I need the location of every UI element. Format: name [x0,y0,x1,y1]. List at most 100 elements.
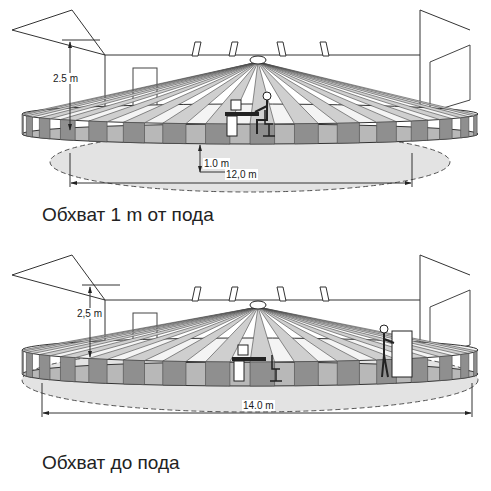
chair [270,355,282,381]
detection-zone [294,361,318,385]
detection-zone [461,353,469,378]
drawing-line [70,153,71,187]
ceiling-light [229,287,238,301]
ceiling-light [192,42,201,56]
ceiling-light [192,287,201,301]
drawing-line [62,40,100,41]
drawing-line [420,10,470,30]
drawing-line [90,287,91,357]
ceiling-light [229,42,238,56]
detection-zone [60,120,75,141]
motion-sensor [250,301,266,309]
detection-zone [258,62,452,120]
caption-text: Обхват до пода [42,453,180,474]
drawing-line [71,183,411,184]
ceiling-light [277,287,286,301]
motion-sensor [250,56,266,64]
desk [234,361,244,381]
drawing-line [105,55,420,56]
person [255,100,267,134]
drawing-line [420,255,470,275]
detection-zone [26,116,32,137]
detection-zone [337,123,359,143]
drawing-line [43,413,471,414]
detection-zone [258,307,477,352]
drawing-line [12,255,72,275]
ceiling-light [277,42,286,56]
detection-zone [39,118,50,139]
person [382,333,394,377]
detection-zone [337,361,359,386]
desk [225,112,259,116]
detection-zone [22,350,23,375]
detection-zone [258,307,469,355]
desk [227,116,237,136]
detection-zone [163,123,186,143]
detection-zone [258,62,469,118]
detection-zone [22,114,23,135]
detection-zone [206,307,258,362]
drawing-line [72,10,105,55]
detection-zone [163,62,258,124]
detection-zone [206,62,258,124]
detection-zone [440,356,453,381]
detection-zone [123,122,144,143]
detection-zone [258,62,477,116]
detection-zone [163,307,258,362]
detection-zone [89,121,107,142]
drawing-line [420,10,421,55]
drawing-line [42,383,43,417]
detection-zone [258,62,428,121]
detection-zone [461,117,469,138]
detection-zone [258,62,396,122]
detection-zone [89,358,107,383]
drawing-line [420,255,421,300]
dimension-label: 2.5 m [52,73,79,84]
detection-zone [411,358,427,383]
detection-zone [474,351,477,376]
chair [263,110,275,136]
room-view [12,10,478,192]
caption-text: Обхват 1 m от пода [42,205,214,226]
drawing-line [472,383,473,417]
detection-zone [440,119,453,140]
dimension-label: 14.0 m [242,400,275,411]
detection-zone [123,360,144,385]
detection-zone [60,357,75,382]
detection-zone [39,355,50,380]
detection-zone [258,307,452,357]
room-view [12,255,478,417]
detection-zone [250,362,275,386]
detection-zone [26,352,32,377]
drawing-line [200,145,201,172]
detection-zone [377,122,397,143]
dimension-label: 2,5 m [76,308,103,319]
detection-zone [206,124,230,144]
drawing-line [12,275,105,300]
drawing-line [72,255,105,300]
dimension-label: 1.0 m [203,158,230,169]
monitor [231,100,241,110]
ceiling-light [320,42,329,56]
detection-zone [474,115,477,136]
drawing-line [105,300,420,301]
dimension-label: 12,0 m [225,169,258,180]
drawing-line [12,30,105,55]
ceiling-light [320,287,329,301]
detection-zone [163,361,186,385]
person [263,92,271,100]
detection-zone [411,120,427,141]
desk [232,357,266,361]
drawing-line [82,285,120,286]
person [380,325,388,333]
window [430,45,470,112]
detection-zone [206,362,230,386]
drawing-line [70,42,71,130]
detection-zone [250,124,275,144]
drawing-line [412,153,413,187]
cabinet [392,331,412,377]
monitor [238,345,248,355]
detection-zone [294,124,318,144]
drawing-line [12,10,72,30]
